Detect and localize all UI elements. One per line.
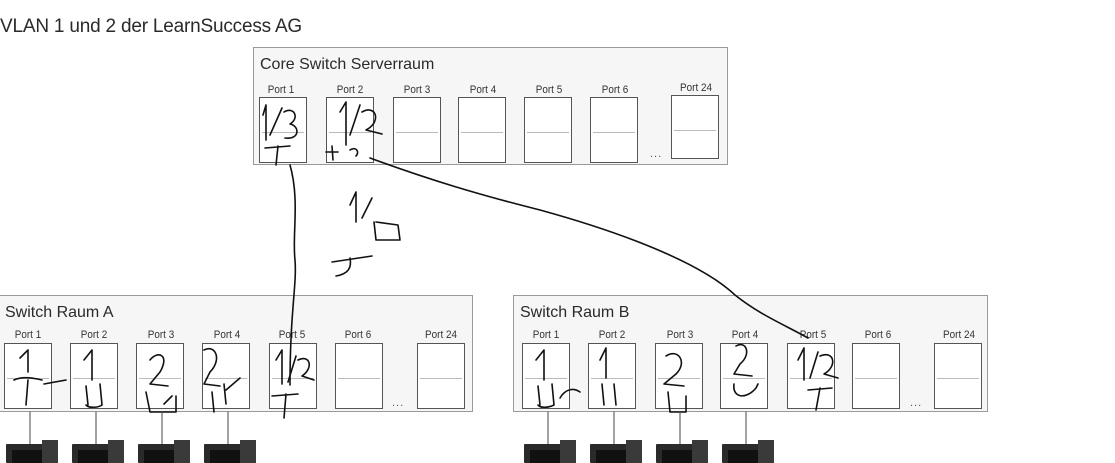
core-port-2-label: Port 2	[336, 84, 364, 96]
pc-icon	[722, 440, 774, 463]
core-port-24-label: Port 24	[680, 82, 712, 94]
b-port-1-label: Port 1	[532, 329, 560, 341]
core-port-1-handwriting	[262, 104, 298, 166]
core-port-6-label: Port 6	[601, 84, 629, 96]
b-port-3-label: Port 3	[666, 329, 694, 341]
b-ellipsis: ...	[910, 397, 923, 409]
a-port-1-label: Port 1	[14, 329, 42, 341]
core-port-1[interactable]	[259, 97, 307, 163]
page-title: VLAN 1 und 2 der LearnSuccess AG	[0, 16, 303, 37]
a-port-2[interactable]	[70, 343, 118, 409]
core-port-4[interactable]	[458, 97, 506, 163]
pc-icon	[138, 440, 190, 463]
a-port-6[interactable]	[335, 343, 383, 409]
b-port-4[interactable]	[720, 343, 768, 409]
pc-icon	[72, 440, 124, 463]
core-port-1-label: Port 1	[267, 84, 295, 96]
core-port-5-label: Port 5	[535, 84, 563, 96]
pc-row-b	[524, 440, 774, 463]
core-port-3[interactable]	[393, 97, 441, 163]
core-ellipsis: ...	[650, 148, 663, 160]
core-port-5[interactable]	[524, 97, 572, 163]
core-port-3-label: Port 3	[403, 84, 431, 96]
a-port-4[interactable]	[202, 343, 250, 409]
a-port-4-label: Port 4	[213, 329, 241, 341]
b-port-4-label: Port 4	[731, 329, 759, 341]
pc-icon	[6, 440, 58, 463]
a-port-5[interactable]	[269, 343, 317, 409]
a-ports-handwriting	[13, 347, 315, 419]
pc-row-a	[6, 440, 256, 463]
device-cables	[29, 411, 747, 451]
pc-icon	[204, 440, 256, 463]
b-port-2[interactable]	[588, 343, 636, 409]
a-port-2-label: Port 2	[80, 329, 108, 341]
pc-icon	[524, 440, 576, 463]
b-port-6-label: Port 6	[864, 329, 892, 341]
b-port-6[interactable]	[852, 343, 900, 409]
b-port-2-label: Port 2	[598, 329, 626, 341]
link-core1-to-a5	[289, 164, 297, 386]
pc-icon	[590, 440, 642, 463]
switch-b-title: Switch Raum B	[520, 304, 630, 321]
core-port-4-label: Port 4	[469, 84, 497, 96]
switch-a-title: Switch Raum A	[5, 304, 114, 321]
core-port-6[interactable]	[590, 97, 638, 163]
b-ports-handwriting	[535, 343, 839, 413]
a-port-6-label: Port 6	[344, 329, 372, 341]
a-port-24[interactable]	[417, 343, 465, 409]
b-port-24-label: Port 24	[943, 329, 975, 341]
b-port-3[interactable]	[655, 343, 703, 409]
core-port-2-handwriting	[325, 101, 383, 161]
b-port-24[interactable]	[934, 343, 982, 409]
link-core2-to-b5	[369, 157, 809, 339]
a-ellipsis: ...	[392, 397, 405, 409]
b-port-1[interactable]	[522, 343, 570, 409]
switch-raum-a: Switch Raum A Port 1 Port 2 Port 3 Port …	[0, 295, 473, 412]
core-port-24[interactable]	[671, 95, 719, 159]
a-port-3-label: Port 3	[147, 329, 175, 341]
pc-icon	[656, 440, 708, 463]
trunk-note-handwriting	[331, 191, 401, 277]
a-port-24-label: Port 24	[425, 329, 457, 341]
core-switch-title: Core Switch Serverraum	[260, 56, 435, 73]
